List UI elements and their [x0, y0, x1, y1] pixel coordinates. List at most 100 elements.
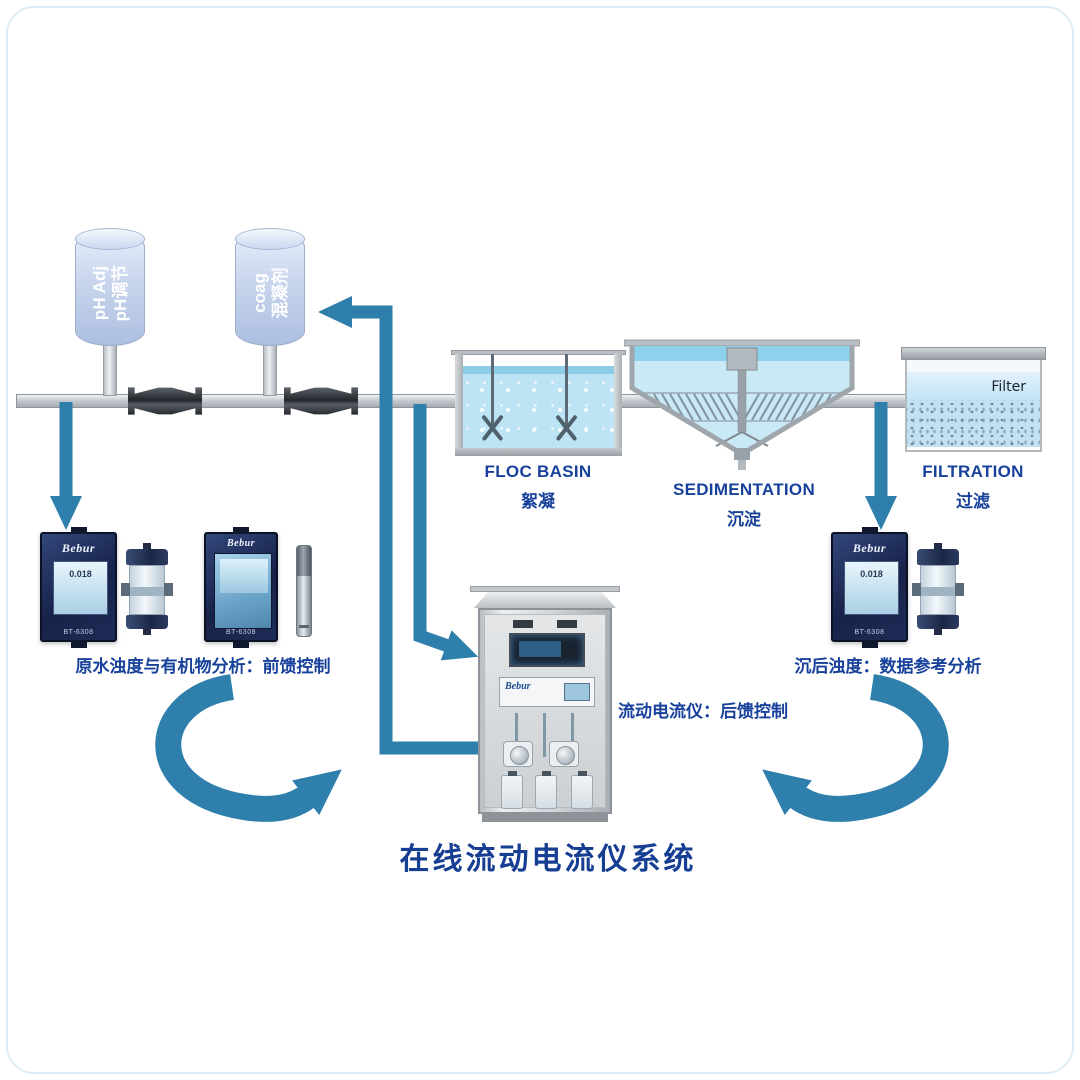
controller-screen: 0.018 — [844, 561, 899, 615]
sample-tube — [515, 713, 518, 757]
controller-organics: Bebur BT-6308 — [204, 532, 278, 642]
label-floc-en: FLOC BASIN — [484, 462, 592, 481]
sensor-cap-bottom — [917, 615, 959, 629]
floc-basin — [451, 350, 626, 456]
screen-reading: 0.018 — [69, 569, 92, 579]
sensor-cap-top — [126, 549, 168, 565]
diagram-title: 在线流动电流仪系统 — [399, 843, 697, 876]
tank-ph-label-en: pH Adj — [90, 265, 109, 320]
label-filt-en: FILTRATION — [922, 462, 1024, 481]
tank-coag-top — [235, 228, 305, 250]
reagent-bottle — [571, 771, 593, 809]
cabinet-controller: Bebur — [499, 677, 595, 707]
tank-ph-body — [75, 238, 145, 346]
caption-feedforward: 原水浊度与有机物分析：前馈控制 — [75, 657, 331, 676]
tank-coag-outlet-pipe — [263, 344, 277, 396]
floc-wall-bottom — [455, 448, 622, 456]
tank-coag-label-en: coag — [250, 273, 269, 313]
caption-feedback: 流动电流仪：后馈控制 — [618, 702, 788, 721]
label-sed-zh: 沉淀 — [727, 510, 761, 529]
cabinet-roof-cap — [470, 586, 620, 592]
frame-border — [6, 6, 1074, 1074]
filter-media-bed — [907, 400, 1040, 447]
sample-tube — [571, 713, 574, 757]
sensor-band — [920, 587, 956, 596]
model-label: BT-6308 — [63, 629, 94, 636]
tank-ph-outlet-pipe — [103, 344, 117, 396]
sample-tube — [543, 713, 546, 757]
tank-coag-label-zh: 混凝剂 — [271, 267, 290, 319]
mixer-shaft — [491, 354, 494, 428]
sensor-band — [129, 587, 165, 596]
floc-wall-left — [455, 354, 463, 456]
cabinet-display — [509, 633, 585, 667]
cabinet-gauge — [513, 620, 533, 628]
dosing-pump — [549, 741, 579, 767]
immersion-probe — [296, 545, 312, 637]
sensor-fitting-right — [164, 583, 173, 596]
sed-top-rail — [624, 339, 860, 347]
sensor-cap-bottom — [126, 615, 168, 629]
inline-pump-1 — [128, 387, 202, 415]
label-floc-basin: FLOC BASIN 絮凝 — [452, 462, 624, 512]
label-sedimentation: SEDIMENTATION 沉淀 — [626, 480, 862, 530]
sensor-fitting-left — [912, 583, 921, 596]
tank-coag-label: coag 混凝剂 — [249, 267, 291, 318]
sed-outlet-pipe — [738, 460, 746, 470]
tank-ph-label: pH Adj pH调节 — [89, 265, 131, 322]
filter-water: Filter — [907, 372, 1040, 400]
floc-water-surface — [463, 366, 614, 374]
sensor-cap-top — [917, 549, 959, 565]
filter-media-label: Filter — [991, 379, 1026, 395]
model-label: BT-6308 — [854, 629, 885, 636]
brand-label: Bebur — [505, 681, 531, 692]
floc-wall-right — [614, 354, 622, 456]
sensor-connector — [934, 543, 942, 551]
brand-label: Bebur — [852, 541, 887, 555]
label-floc-zh: 絮凝 — [521, 492, 555, 511]
sed-drive-motor — [726, 347, 758, 371]
label-sed-en: SEDIMENTATION — [672, 480, 816, 499]
screen-reading: 0.018 — [860, 569, 883, 579]
reagent-bottle — [501, 771, 523, 809]
controller-screen: 0.018 — [53, 561, 108, 615]
turbidity-sensor-right — [912, 543, 964, 635]
analyzer-cabinet: Bebur — [470, 586, 620, 822]
touchscreen — [214, 553, 272, 629]
arrow-sample-to-analyzer — [413, 404, 479, 661]
mixer-shaft — [565, 354, 568, 428]
sed-outlet-hub — [734, 448, 750, 460]
tank-coag-body — [235, 238, 305, 346]
cabinet-frame: Bebur — [484, 614, 606, 809]
filter-airgap — [907, 360, 1040, 372]
tank-ph: pH Adj pH调节 — [75, 228, 145, 346]
controller-mini-screen — [564, 683, 590, 701]
arrow-loop-left — [155, 674, 342, 822]
brand-label: Bebur — [226, 538, 256, 549]
sensor-connector — [143, 543, 151, 551]
cabinet-body: Bebur — [478, 608, 612, 814]
label-filt-zh: 过滤 — [956, 492, 990, 511]
touchscreen-window — [220, 559, 268, 593]
model-label: BT-6308 — [226, 629, 256, 636]
controller-settled-turbidity: Bebur 0.018 BT-6308 — [831, 532, 908, 642]
cabinet-gauge — [557, 620, 577, 628]
tank-ph-top — [75, 228, 145, 250]
cabinet-roof — [474, 592, 616, 608]
sed-center-shaft — [737, 369, 747, 433]
sensor-fitting-right — [955, 583, 964, 596]
floc-top-rail — [451, 350, 626, 355]
tank-ph-label-zh: pH调节 — [111, 264, 130, 322]
label-filtration: FILTRATION 过滤 — [903, 462, 1043, 512]
tank-coag: coag 混凝剂 — [235, 228, 305, 346]
cabinet-base — [482, 814, 608, 822]
sensor-drain — [143, 629, 151, 635]
brand-label: Bebur — [61, 541, 96, 555]
caption-reference: 沉后浊度：数据参考分析 — [794, 657, 982, 676]
turbidity-sensor-left — [121, 543, 173, 635]
sedimentation-tank — [624, 339, 860, 470]
filtration-unit: Filter — [901, 347, 1046, 452]
filter-lid — [901, 347, 1046, 360]
